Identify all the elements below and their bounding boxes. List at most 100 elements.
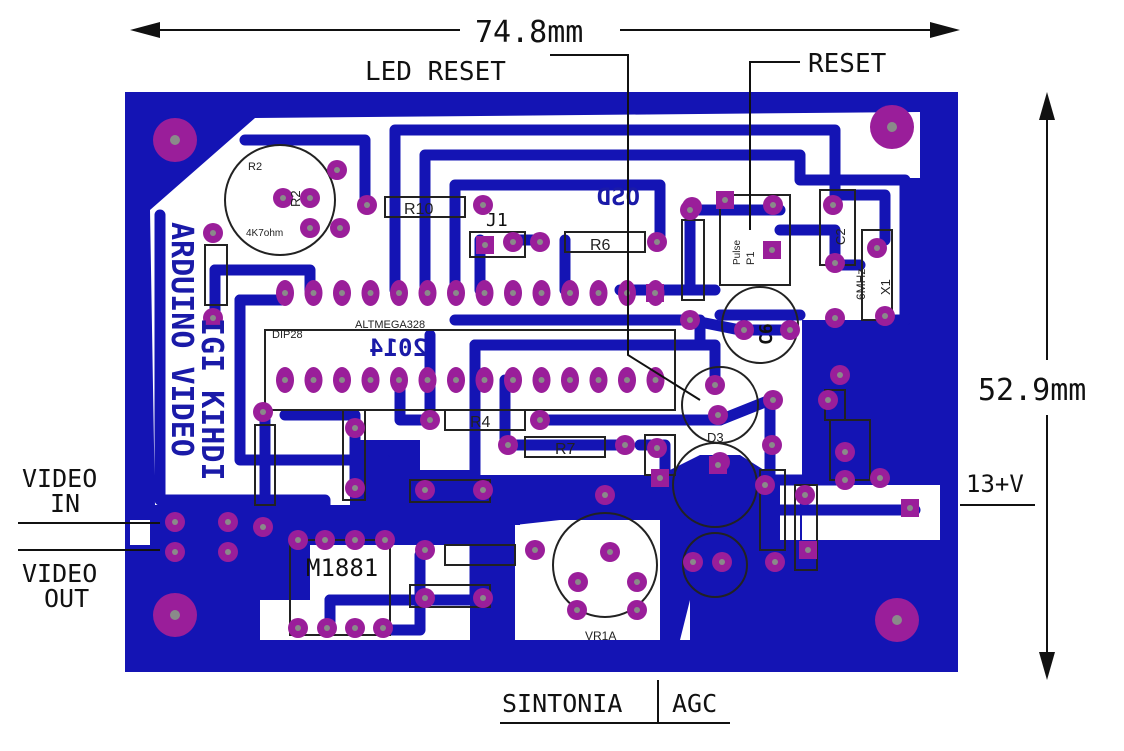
- pad-drill: [802, 492, 808, 498]
- pad-drill: [832, 260, 838, 266]
- pad-drill: [367, 290, 374, 296]
- video-in-label-2: IN: [50, 489, 80, 518]
- pad-drill: [622, 442, 628, 448]
- r2-label: R2: [248, 161, 262, 173]
- pad-drill: [712, 382, 718, 388]
- agc-label: AGC: [672, 689, 717, 718]
- pad-drill: [837, 372, 843, 378]
- pad-drill: [453, 377, 459, 383]
- x1-text: X1: [878, 279, 893, 295]
- pad-drill: [537, 239, 543, 245]
- pad-drill: [422, 487, 428, 493]
- pad-drill: [595, 290, 602, 296]
- pad-drill: [652, 290, 658, 296]
- pad-drill: [842, 449, 848, 455]
- pad-drill: [510, 377, 516, 383]
- annotation-labels: 74.8mm 52.9mm LED RESET RESET VIDEO IN V…: [22, 15, 1086, 718]
- pad-drill: [830, 202, 836, 208]
- pad-drill: [842, 477, 848, 483]
- pad-drill: [225, 549, 231, 555]
- pad-drill: [295, 625, 301, 631]
- pad-drill: [722, 197, 728, 203]
- pad-drill: [687, 207, 693, 213]
- pad-drill: [282, 377, 288, 383]
- pad-drill: [310, 377, 317, 383]
- pad-drill: [538, 377, 545, 383]
- pad-drill: [772, 559, 778, 565]
- pad-drill: [481, 377, 488, 383]
- pad-drill: [654, 239, 660, 245]
- pad-drill: [453, 290, 459, 296]
- video-out-label-2: OUT: [44, 584, 89, 613]
- freq-text: 6MHz: [854, 269, 868, 300]
- pad-drill: [602, 492, 608, 498]
- pad-drill: [687, 317, 693, 323]
- c6-text: C6: [756, 323, 777, 345]
- pad-drill: [634, 579, 640, 585]
- pad-drill: [424, 290, 431, 296]
- r2-value: 4K7ohm: [246, 228, 283, 239]
- pad-drill: [172, 519, 178, 525]
- pad-drill: [339, 377, 345, 383]
- pad-drill: [260, 524, 266, 530]
- r7-text: R7: [555, 441, 576, 458]
- pad-drill: [352, 425, 358, 431]
- pad-drill: [481, 290, 488, 296]
- pad-drill: [607, 549, 613, 555]
- pad-drill: [805, 547, 811, 553]
- brand-text-1: ARDUINO VIDEO: [164, 222, 199, 457]
- pad-drill: [832, 315, 838, 321]
- pad-drill: [352, 537, 358, 543]
- pad-drill: [282, 290, 288, 296]
- pad-drill: [367, 377, 374, 383]
- annotation-lines: [18, 22, 1055, 724]
- pad-drill: [719, 559, 725, 565]
- pad-drill: [396, 290, 402, 296]
- pad-drill: [424, 377, 431, 383]
- pad-drill: [741, 327, 747, 333]
- pad-drill: [882, 313, 888, 319]
- pad-drill: [690, 559, 696, 565]
- pad-drill: [172, 549, 178, 555]
- video-out-label-1: VIDEO: [22, 559, 97, 588]
- pad-drill: [225, 519, 231, 525]
- reset-label: RESET: [808, 49, 887, 79]
- pad-drill: [480, 595, 486, 601]
- pad-drill: [874, 245, 880, 251]
- pad-drill: [907, 505, 913, 511]
- pad-drill: [715, 412, 721, 418]
- pad-drill: [505, 442, 511, 448]
- pad-drill: [877, 475, 883, 481]
- pad-drill: [825, 397, 831, 403]
- pad-drill: [295, 537, 301, 543]
- component-pads: [165, 160, 919, 638]
- pad-drill: [769, 247, 775, 253]
- pad-drill: [307, 225, 313, 231]
- pad-drill: [280, 195, 286, 201]
- pad-drill: [567, 377, 573, 383]
- r2-text: R2: [288, 190, 303, 207]
- pad-drill: [574, 607, 580, 613]
- d3-text: D3: [707, 430, 724, 445]
- pad-drill: [339, 290, 345, 296]
- pad-drill: [352, 625, 358, 631]
- pad-drill: [787, 327, 793, 333]
- p1-text: P1: [745, 252, 757, 265]
- pad-drill: [762, 482, 768, 488]
- pad-drill: [624, 377, 630, 383]
- vr1a-text: VR1A: [585, 629, 616, 643]
- r6-text: R6: [590, 237, 611, 254]
- pad-drill: [480, 202, 486, 208]
- pad-drill: [567, 290, 573, 296]
- pad-drill: [482, 242, 488, 248]
- pad-drill: [652, 377, 659, 383]
- mounting-holes: [153, 105, 919, 642]
- pad-drill: [422, 595, 428, 601]
- pad-drill: [575, 579, 581, 585]
- pad-drill: [382, 537, 388, 543]
- r10-text: R10: [404, 201, 433, 218]
- led-reset-label: LED RESET: [365, 57, 506, 87]
- pad-drill: [427, 417, 433, 423]
- traces: [154, 124, 921, 636]
